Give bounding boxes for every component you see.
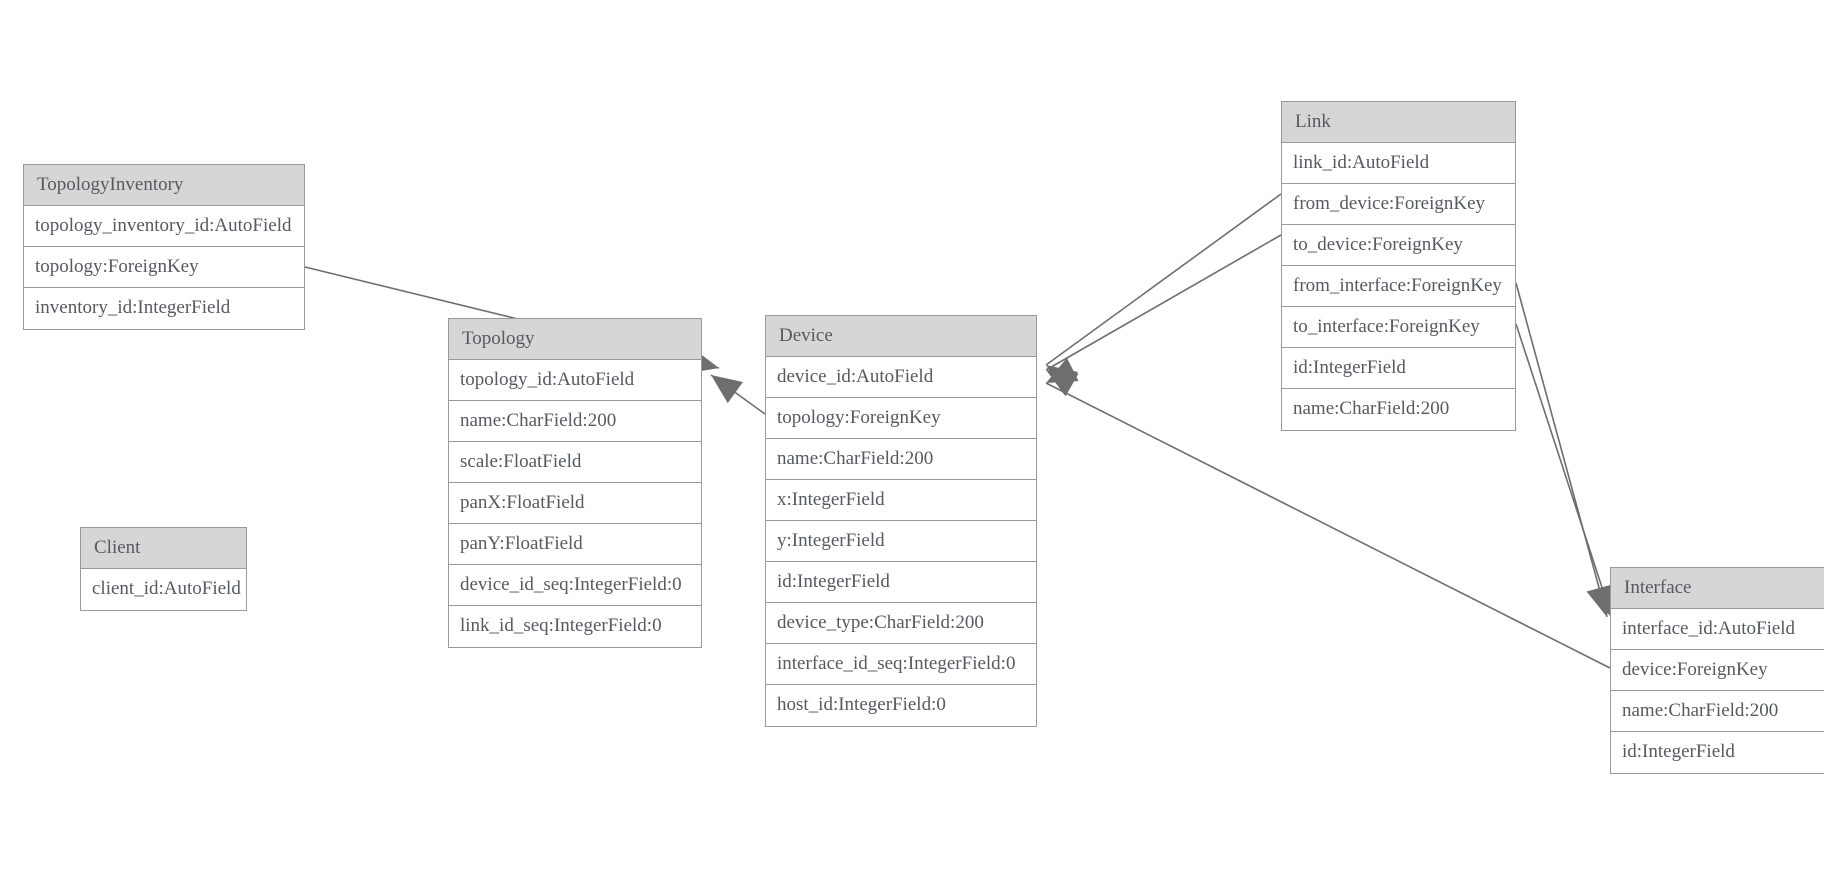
entity-field: interface_id_seq:IntegerField:0 xyxy=(766,644,1036,685)
relationship-device-topology xyxy=(710,374,766,415)
entity-field: id:IntegerField xyxy=(1611,732,1824,773)
entity-field: topology_inventory_id:AutoField xyxy=(24,206,304,247)
entity-field: topology:ForeignKey xyxy=(24,247,304,288)
relationship-link-to-interface xyxy=(1515,323,1616,619)
entity-field: link_id_seq:IntegerField:0 xyxy=(449,606,701,647)
entity-field: scale:FloatField xyxy=(449,442,701,483)
relationship-line xyxy=(1515,323,1613,619)
relationship-link-from-interface xyxy=(1515,282,1612,618)
entity-field: device_id:AutoField xyxy=(766,357,1036,398)
entity-field: x:IntegerField xyxy=(766,480,1036,521)
entity-title-client: Client xyxy=(81,528,246,569)
relationship-arrowhead xyxy=(711,375,743,404)
relationship-arrowhead xyxy=(1046,365,1078,394)
entity-field: id:IntegerField xyxy=(766,562,1036,603)
entity-field: name:CharField:200 xyxy=(766,439,1036,480)
relationship-arrowhead xyxy=(1046,357,1079,383)
entity-field: name:CharField:200 xyxy=(1282,389,1515,430)
entity-field: y:IntegerField xyxy=(766,521,1036,562)
entity-field: topology_id:AutoField xyxy=(449,360,701,401)
entity-field: client_id:AutoField xyxy=(81,569,246,610)
entity-field: to_interface:ForeignKey xyxy=(1282,307,1515,348)
relationship-line xyxy=(1045,193,1282,366)
entity-field: inventory_id:IntegerField xyxy=(24,288,304,329)
entity-field: from_interface:ForeignKey xyxy=(1282,266,1515,307)
entity-field: link_id:AutoField xyxy=(1282,143,1515,184)
entity-field: panX:FloatField xyxy=(449,483,701,524)
relationship-link-to-device xyxy=(1045,234,1282,397)
entity-field: name:CharField:200 xyxy=(1611,691,1824,732)
entity-title-topologyinventory: TopologyInventory xyxy=(24,165,304,206)
entity-field: from_device:ForeignKey xyxy=(1282,184,1515,225)
entity-field: device:ForeignKey xyxy=(1611,650,1824,691)
entity-title-topology: Topology xyxy=(449,319,701,360)
relationship-line xyxy=(1515,282,1608,618)
entity-field: host_id:IntegerField:0 xyxy=(766,685,1036,726)
entity-field: name:CharField:200 xyxy=(449,401,701,442)
relationship-line xyxy=(710,374,766,415)
entity-field: interface_id:AutoField xyxy=(1611,609,1824,650)
entity-field: device_type:CharField:200 xyxy=(766,603,1036,644)
entity-field: id:IntegerField xyxy=(1282,348,1515,389)
entity-title-link: Link xyxy=(1282,102,1515,143)
entity-title-device: Device xyxy=(766,316,1036,357)
relationship-link-from-device xyxy=(1045,193,1282,394)
relationship-line xyxy=(1045,234,1282,371)
entity-field: panY:FloatField xyxy=(449,524,701,565)
relationship-arrowhead xyxy=(1046,370,1079,397)
entity-field: to_device:ForeignKey xyxy=(1282,225,1515,266)
entity-field: device_id_seq:IntegerField:0 xyxy=(449,565,701,606)
entity-title-interface: Interface xyxy=(1611,568,1824,609)
entity-field: topology:ForeignKey xyxy=(766,398,1036,439)
